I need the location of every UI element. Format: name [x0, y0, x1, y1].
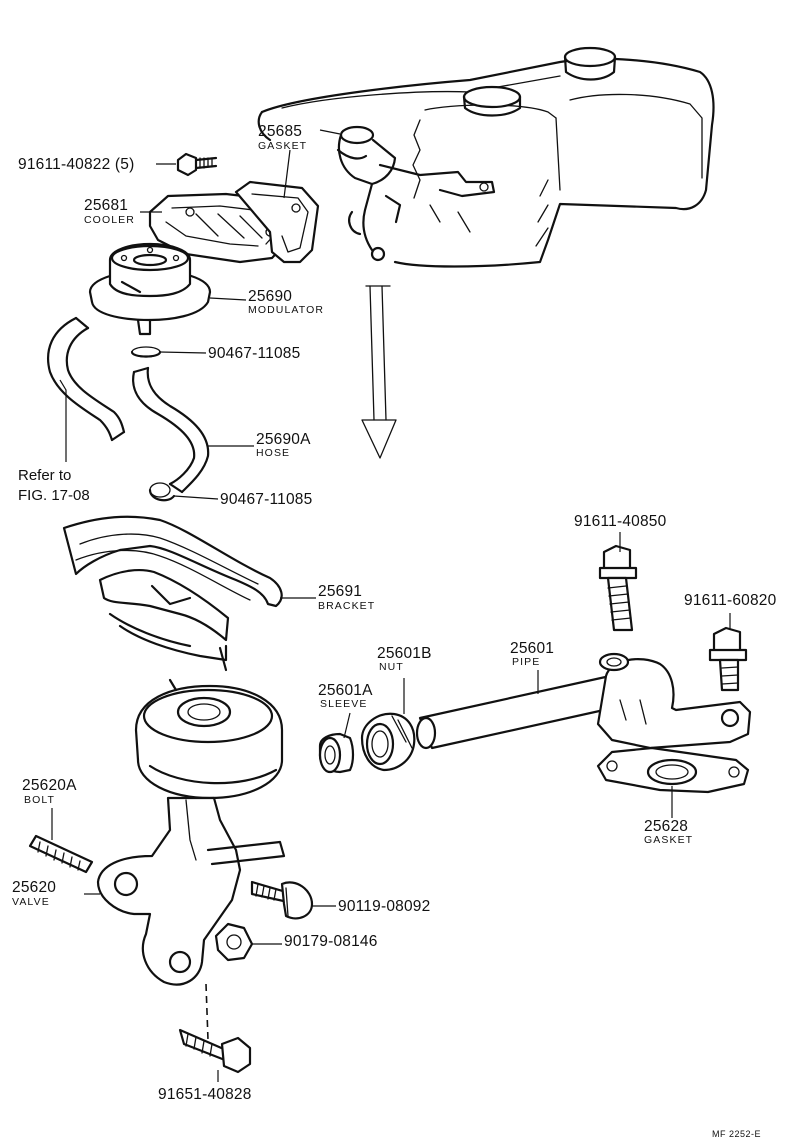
label-25681-name: COOLER — [84, 214, 135, 226]
label-25620-name: VALVE — [12, 896, 50, 908]
bolt-91611-40850-drawing — [598, 544, 638, 632]
clip-90467-b-drawing — [148, 482, 176, 502]
label-25690-number: 25690 — [248, 288, 293, 305]
label-25691-number: 25691 — [318, 583, 363, 600]
engine-block-drawing — [257, 46, 715, 268]
gasket-25628-drawing — [596, 746, 750, 794]
label-25681-number: 25681 — [84, 197, 129, 214]
label-25690A-number: 25690A — [256, 431, 311, 448]
clip-90467-a-drawing — [130, 346, 162, 358]
refer-fig-label-line1: Refer to — [18, 467, 72, 484]
direction-arrow-icon — [361, 285, 397, 459]
label-25691-name: BRACKET — [318, 600, 376, 612]
label-25620-number: 25620 — [12, 879, 57, 896]
label-91611-40850-number: 91611-40850 — [574, 513, 667, 530]
stud-bolt-25620A-drawing — [28, 834, 94, 874]
hose-fig17-drawing — [46, 316, 126, 442]
label-25601B-name: NUT — [379, 661, 404, 673]
assembly-centerline — [205, 983, 209, 1041]
label-25628-number: 25628 — [644, 818, 689, 835]
label-90119-08092-number: 90119-08092 — [338, 898, 431, 915]
bracket-25691-drawing — [62, 515, 283, 672]
valve-25620-drawing — [96, 678, 286, 986]
refer-fig-label-line2: FIG. 17-08 — [18, 487, 90, 504]
label-25601A-number: 25601A — [318, 682, 373, 699]
label-25601-name: PIPE — [512, 656, 541, 668]
nut-90179-08146-drawing — [214, 922, 254, 962]
figure-code: MF 2252-E — [712, 1129, 762, 1139]
label-25620A-name: BOLT — [24, 794, 56, 806]
engine-fitting-drawing — [336, 125, 496, 262]
bolt-90119-08092-drawing — [250, 880, 314, 920]
label-25690A-name: HOSE — [256, 447, 291, 459]
label-25620A-number: 25620A — [22, 777, 77, 794]
label-91611-40822-number: 91611-40822 (5) — [18, 156, 135, 173]
label-25601A-name: SLEEVE — [320, 698, 368, 710]
label-90467-a-number: 90467-11085 — [208, 345, 301, 362]
label-90179-08146-number: 90179-08146 — [284, 933, 378, 950]
label-91611-60820-number: 91611-60820 — [684, 592, 777, 609]
bolt-91651-40828-drawing — [178, 1028, 252, 1074]
bolt-91611-60820-drawing — [708, 626, 748, 692]
nut-25601B-drawing — [360, 712, 416, 772]
leader-lines — [51, 129, 731, 1082]
sleeve-25601A-drawing — [318, 732, 355, 774]
pipe-25601-drawing — [415, 652, 752, 750]
hose-25690A-drawing — [132, 366, 210, 494]
label-25601B-number: 25601B — [377, 645, 432, 662]
label-90467-b-number: 90467-11085 — [220, 491, 313, 508]
label-91651-40828-number: 91651-40828 — [158, 1086, 252, 1103]
label-25685-name: GASKET — [258, 140, 308, 152]
modulator-25690-drawing — [88, 242, 212, 336]
label-25628-name: GASKET — [644, 834, 694, 846]
label-25601-number: 25601 — [510, 640, 555, 657]
bolt-91611-40822-drawing — [176, 152, 218, 177]
label-25685-number: 25685 — [258, 123, 303, 140]
label-25690-name: MODULATOR — [248, 304, 325, 316]
gasket-25685-drawing — [234, 180, 320, 264]
